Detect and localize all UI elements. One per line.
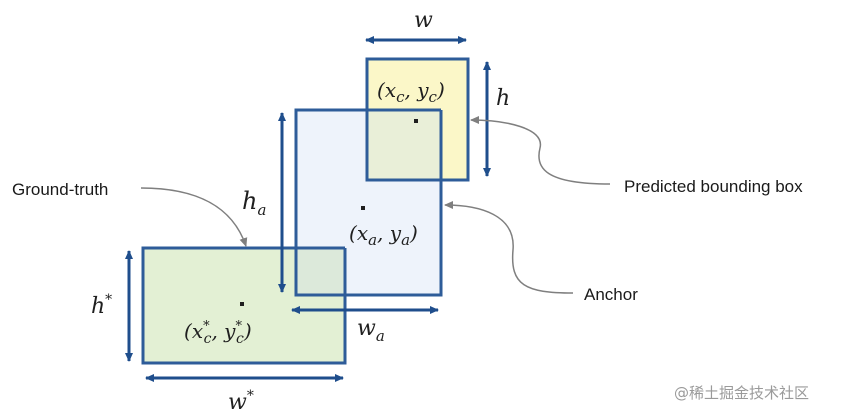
predicted-box-label: Predicted bounding box: [624, 177, 803, 196]
pred-center-label: (xc, yc): [377, 78, 445, 106]
pred-center-dot: [414, 119, 418, 123]
anchor-pred-overlap: [367, 110, 441, 180]
pred-height-symbol: h: [496, 86, 510, 111]
gt-height-symbol: h*: [91, 292, 112, 319]
anchor-label: Anchor: [584, 285, 638, 304]
ground-truth-label: Ground-truth: [12, 180, 108, 199]
anchor-pointer: [444, 201, 574, 294]
watermark-text: @稀土掘金技术社区: [674, 384, 809, 402]
ground-truth-pointer: [140, 187, 248, 247]
anchor-height-symbol: ha: [242, 187, 266, 219]
gt-width-symbol: w*: [228, 388, 254, 415]
pred-width-symbol: w: [414, 8, 433, 33]
gt-center-label: (x*c, y*c): [184, 319, 252, 347]
predicted-box-pointer: [470, 116, 611, 185]
gt-anchor-overlap: [296, 248, 345, 295]
gt-center-dot: [240, 302, 244, 306]
anchor-width-symbol: wa: [357, 316, 385, 345]
anchor-center-dot: [361, 206, 365, 210]
anchor-center-label: (xa, ya): [349, 221, 418, 249]
